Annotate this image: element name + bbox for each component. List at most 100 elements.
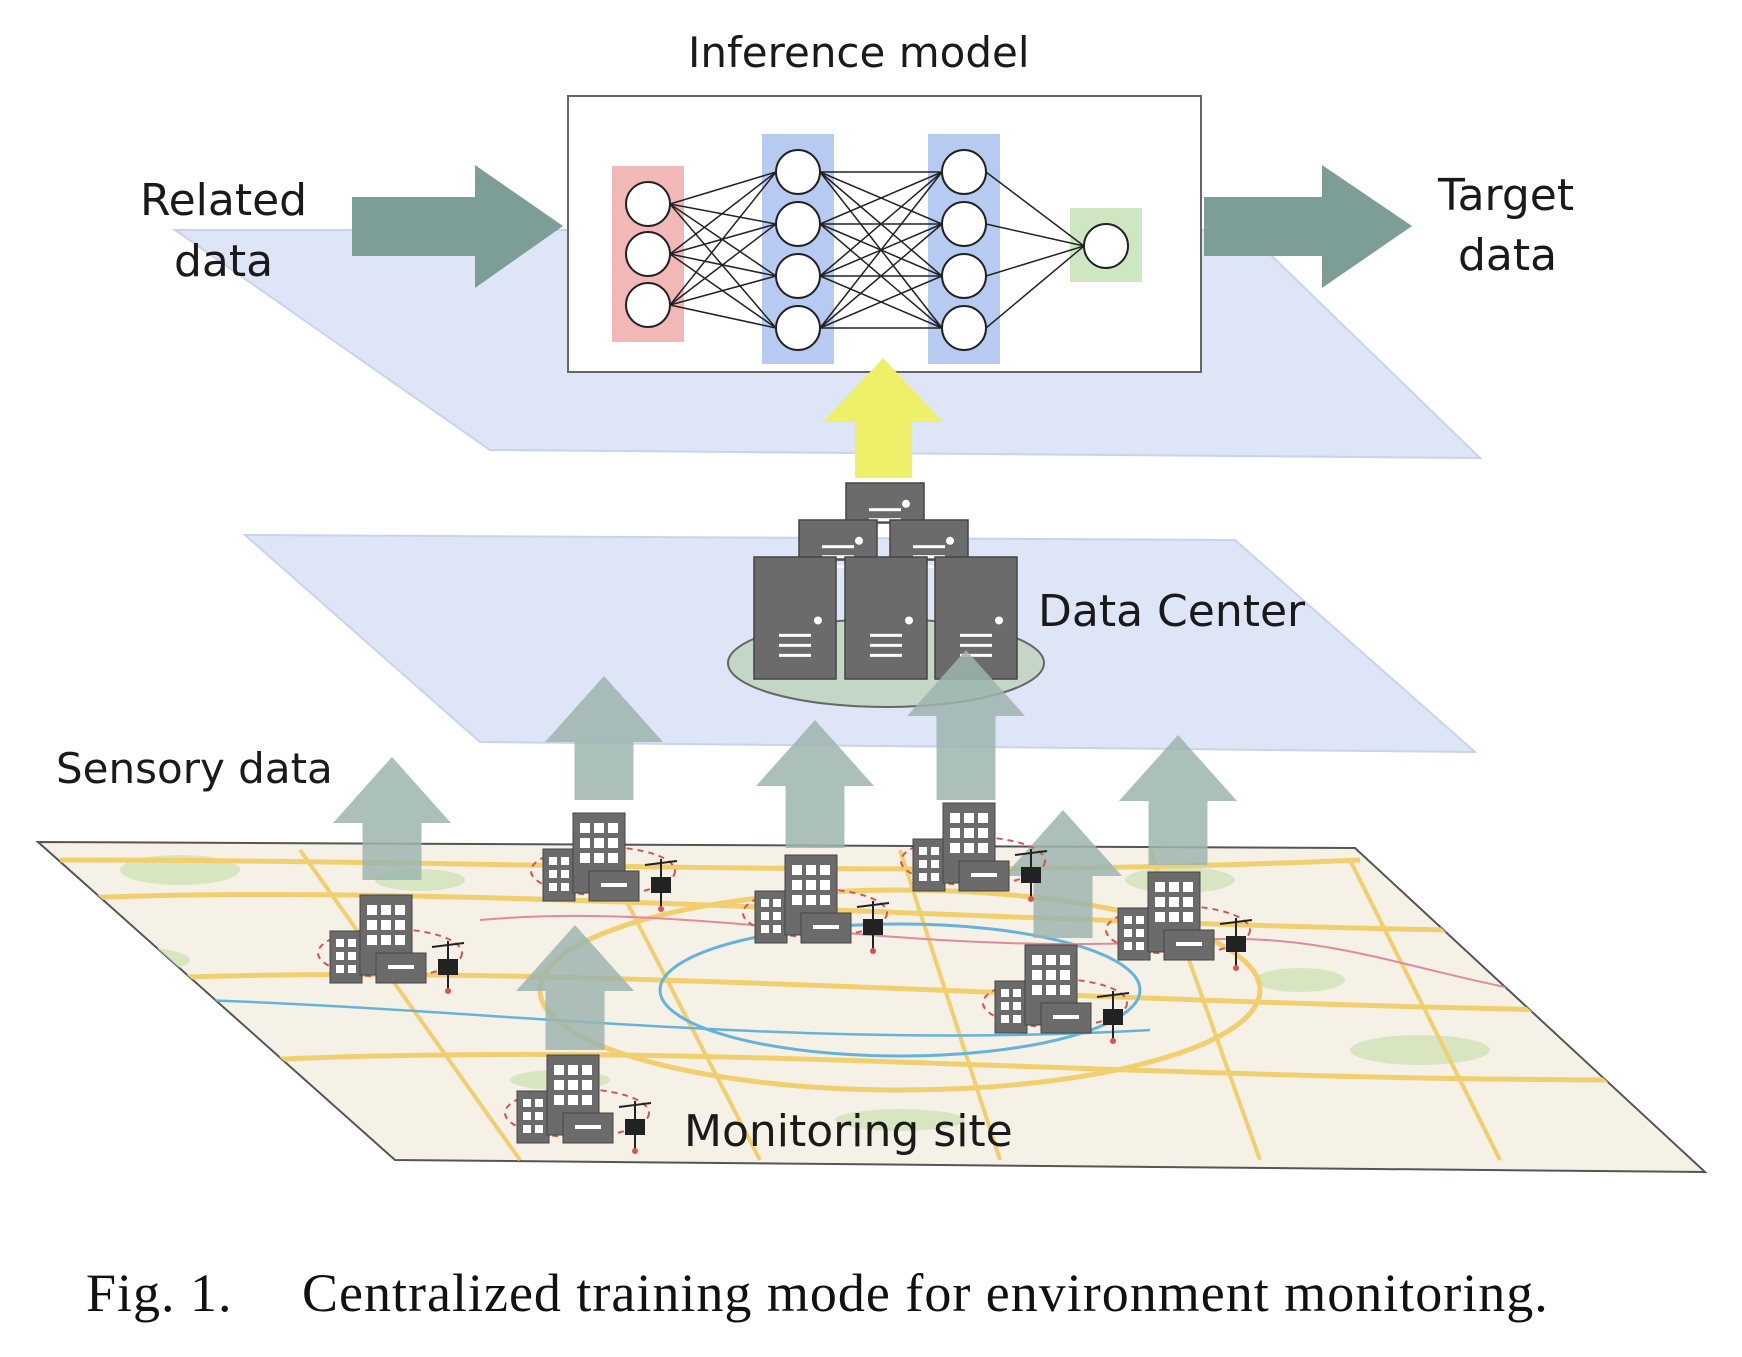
annex-door (575, 1125, 601, 1129)
server-led (902, 499, 910, 508)
annex-door (1176, 942, 1202, 946)
server-vent (913, 545, 945, 549)
nn-edge (669, 203, 777, 329)
building-window (608, 838, 618, 848)
server-vent (822, 555, 854, 559)
map-park (835, 1109, 965, 1131)
nn-node (941, 253, 987, 299)
building-window (336, 939, 344, 947)
server-vent (870, 653, 902, 657)
building-window (395, 905, 405, 915)
building-window (554, 1095, 564, 1105)
map-park (1350, 1035, 1490, 1065)
building-window (773, 925, 781, 933)
building-window (761, 912, 769, 920)
server-cluster (753, 482, 1018, 680)
map-road (259, 1051, 1641, 1083)
building-window (964, 813, 974, 823)
sensor-box (651, 877, 671, 893)
sensory-data-arrow (333, 757, 451, 880)
server-body (845, 482, 925, 524)
server-body (753, 556, 837, 680)
sensor-box (625, 1119, 645, 1135)
sensory-data-arrow (1119, 735, 1237, 865)
building-window (806, 865, 816, 875)
data-center (727, 482, 1045, 708)
office-building-icon (994, 980, 1028, 1034)
map-road (119, 971, 1561, 1013)
building-window (549, 857, 557, 865)
building-window (1169, 912, 1179, 922)
building-window (568, 1080, 578, 1090)
building-window (1124, 929, 1132, 937)
building-window (1046, 955, 1056, 965)
building-window (523, 1099, 531, 1107)
building-window (568, 1095, 578, 1105)
monitoring-site-label: Monitoring site (684, 1106, 1013, 1157)
map-road (1348, 859, 1502, 1161)
building-window (568, 1065, 578, 1075)
building-window (1032, 970, 1042, 980)
sensor-base (1028, 896, 1034, 902)
nn-edge (669, 203, 777, 225)
building-window (582, 1095, 592, 1105)
building-window (761, 899, 769, 907)
target-data-label-line1: Target (1438, 170, 1575, 221)
server-tower-icon (889, 519, 969, 569)
nn-node (775, 253, 821, 299)
building-window (773, 912, 781, 920)
sensor-arm (1219, 919, 1253, 925)
building-window (367, 935, 377, 945)
building-window (1046, 970, 1056, 980)
building-window (395, 935, 405, 945)
building-window (820, 880, 830, 890)
annex-door (813, 925, 839, 929)
building-window (535, 1125, 543, 1133)
inference-model-title: Inference model (688, 28, 1030, 77)
nn-edge (985, 223, 1085, 247)
sensor-base (445, 988, 451, 994)
map-river (199, 998, 1151, 1037)
building-window (950, 813, 960, 823)
building-window (348, 965, 356, 973)
sensor-arm (1096, 992, 1130, 998)
monitoring-site-icon (742, 854, 890, 954)
nn-node (775, 149, 821, 195)
building-window (1060, 970, 1070, 980)
nn-node (1083, 223, 1129, 269)
data-center-label: Data Center (1038, 586, 1306, 637)
office-building-icon (754, 890, 788, 944)
sensor-base (870, 948, 876, 954)
building-window (594, 823, 604, 833)
nn-node (941, 201, 987, 247)
map-road (39, 891, 1451, 933)
building-window (1013, 989, 1021, 997)
building-window (1183, 912, 1193, 922)
server-body (889, 519, 969, 561)
building-window (608, 853, 618, 863)
building-window (1124, 942, 1132, 950)
building-window (594, 853, 604, 863)
building-window (1032, 955, 1042, 965)
sensor-arm (644, 860, 678, 866)
building-window (381, 935, 391, 945)
sensor-base (1233, 965, 1239, 971)
building-window (978, 813, 988, 823)
building-window (1136, 942, 1144, 950)
building-window (535, 1099, 543, 1107)
building-window (348, 952, 356, 960)
nn-node (941, 305, 987, 351)
sensor-base (1110, 1038, 1116, 1044)
building-window (580, 838, 590, 848)
monitoring-site-icon (900, 802, 1048, 902)
sensory-data-arrow (907, 650, 1025, 800)
monitoring-site-icon (530, 812, 678, 912)
building-window (523, 1112, 531, 1120)
building-window (348, 939, 356, 947)
nn-edge (669, 171, 777, 306)
sensory-data-arrow (545, 676, 663, 800)
nn-edge (819, 275, 943, 329)
nn-node (625, 282, 671, 328)
